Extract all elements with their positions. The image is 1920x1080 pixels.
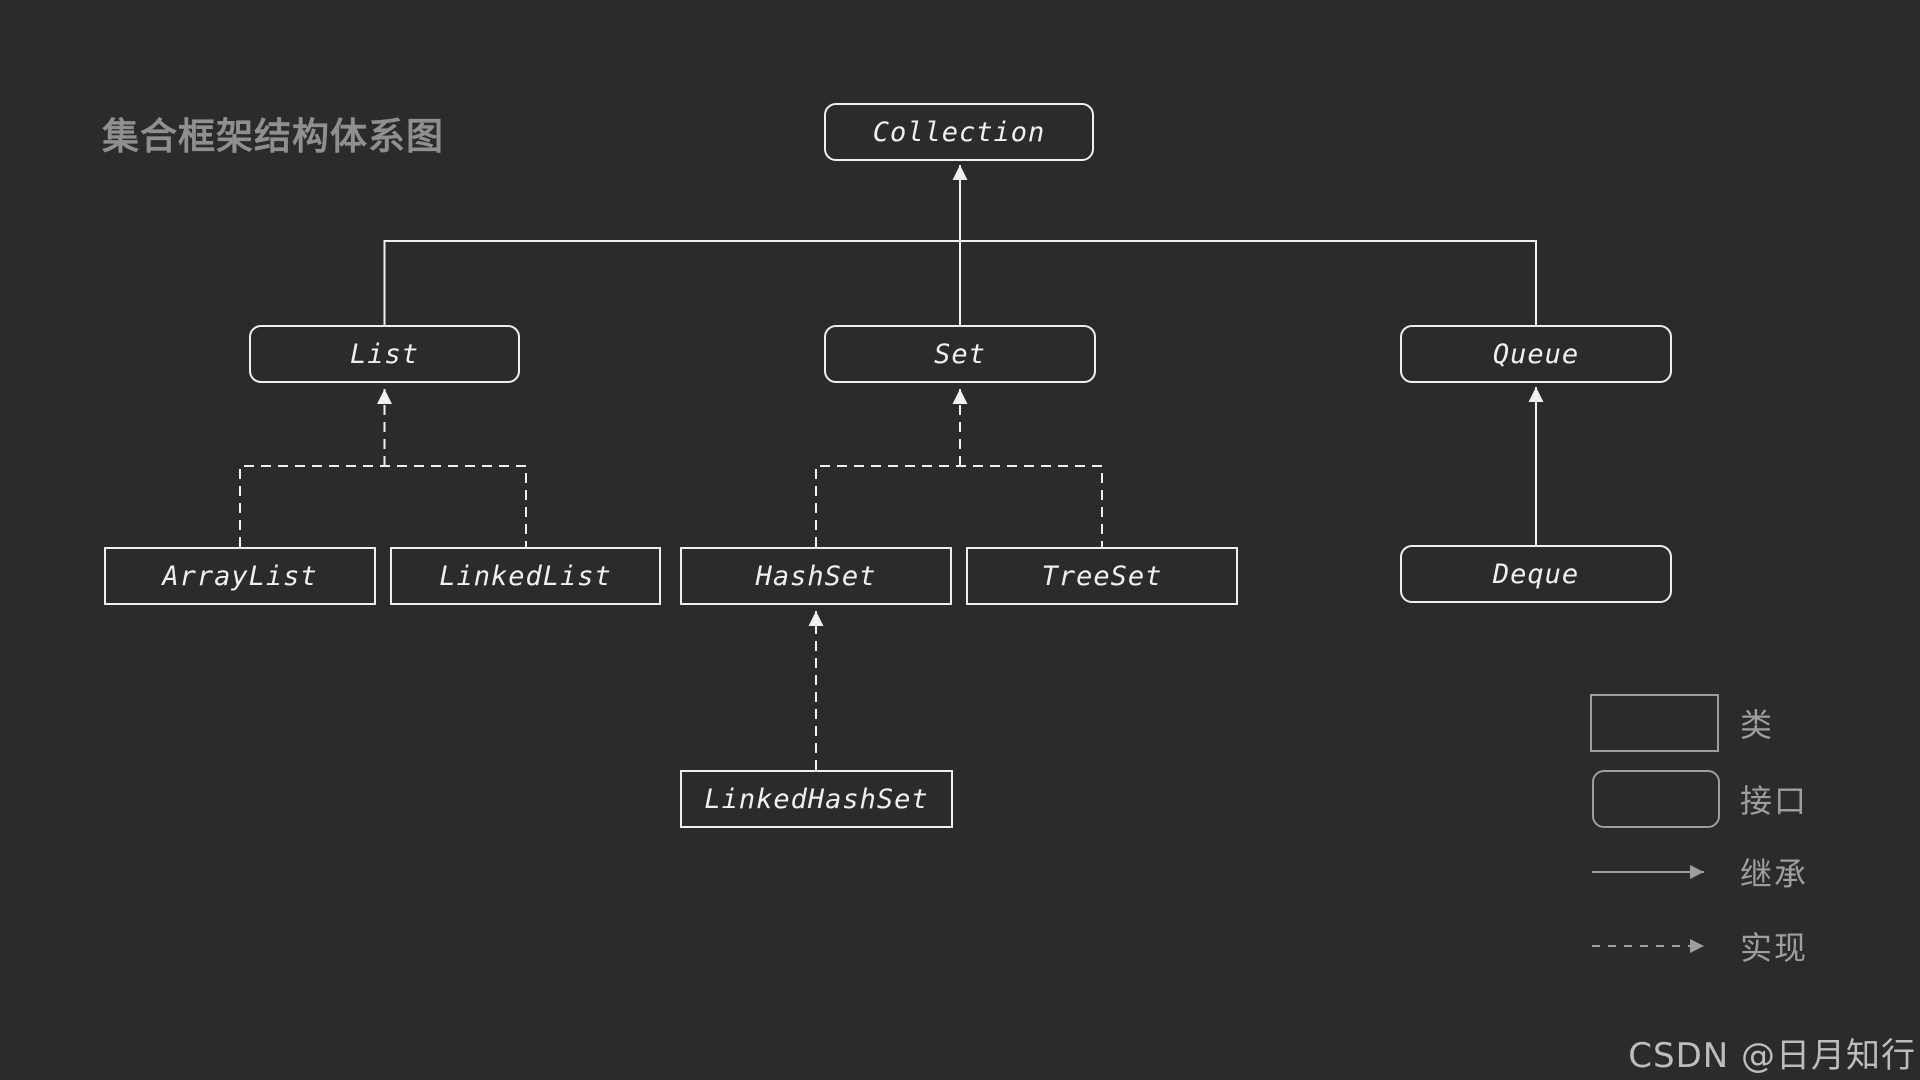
node-arraylist-label: ArrayList — [162, 560, 318, 592]
node-deque: Deque — [1400, 545, 1672, 603]
node-hashset: HashSet — [680, 547, 952, 605]
node-queue: Queue — [1400, 325, 1672, 383]
node-set-label: Set — [934, 338, 986, 370]
node-linkedlist-label: LinkedList — [439, 560, 612, 592]
node-linkedhashset: LinkedHashSet — [680, 770, 953, 828]
legend-interface-label: 接口 — [1740, 782, 1809, 820]
node-deque-label: Deque — [1492, 558, 1580, 590]
node-linkedlist: LinkedList — [390, 547, 661, 605]
node-hashset-label: HashSet — [755, 560, 877, 592]
node-linkedhashset-label: LinkedHashSet — [704, 783, 929, 815]
page-title: 集合框架结构体系图 — [102, 115, 444, 158]
node-treeset-label: TreeSet — [1041, 560, 1163, 592]
legend-class-label: 类 — [1740, 706, 1775, 744]
edge-list-impl-tree — [239, 465, 527, 547]
node-collection: Collection — [824, 103, 1094, 161]
watermark: CSDN @日月知行 — [1628, 1036, 1916, 1076]
node-set: Set — [824, 325, 1096, 383]
legend-class-swatch-icon — [1590, 694, 1719, 752]
legend-implement-label: 实现 — [1740, 929, 1809, 967]
node-arraylist: ArrayList — [104, 547, 376, 605]
node-collection-label: Collection — [872, 116, 1046, 148]
node-queue-label: Queue — [1492, 338, 1580, 370]
node-list: List — [249, 325, 520, 383]
edge-set-impl-tree — [815, 465, 1103, 547]
node-list-label: List — [349, 338, 420, 370]
legend-interface-swatch-icon — [1592, 770, 1720, 828]
node-treeset: TreeSet — [966, 547, 1238, 605]
legend-inherit-label: 继承 — [1740, 855, 1809, 893]
